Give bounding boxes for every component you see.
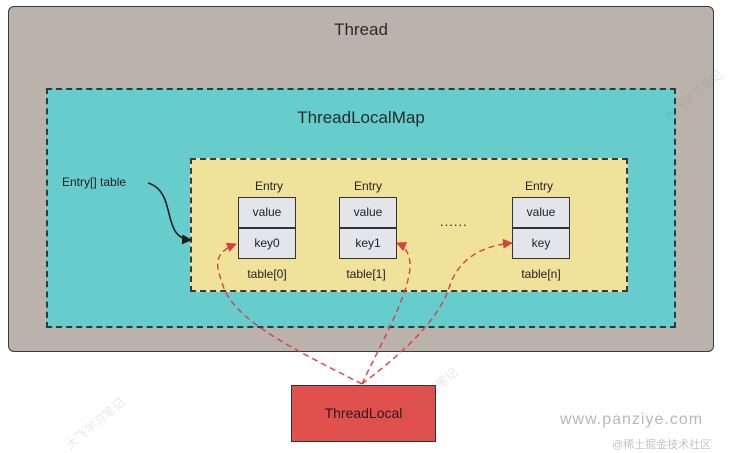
thread-title: Thread [334, 20, 388, 39]
entry-n-index: table[n] [521, 267, 561, 281]
entry-n-value-cell: value [512, 197, 570, 228]
entry-0-index: table[0] [247, 267, 287, 281]
threadlocalmap-title: ThreadLocalMap [297, 108, 425, 127]
threadlocal-box: ThreadLocal [291, 385, 436, 442]
watermark-url: www.panziye.com [560, 411, 704, 428]
entry-0-key-cell: key0 [238, 228, 296, 259]
entry-1-header: Entry [353, 179, 382, 193]
watermark-sub: @稀土掘金技术社区 [612, 439, 712, 451]
ellipsis: ...... [440, 214, 468, 229]
entry-0-value-cell: value [238, 197, 296, 228]
entry-n-key-cell: key [512, 228, 570, 259]
ref-arrow-key1 [361, 241, 411, 385]
entry-1-index: table[1] [346, 267, 386, 281]
entry-1-key-cell: key1 [339, 228, 397, 259]
entry-table-label: Entry[] table [62, 175, 127, 189]
entry-1-value-cell: value [339, 197, 397, 228]
ref-arrow-key0 [216, 242, 363, 385]
entry-n-header: Entry [524, 179, 553, 193]
table-pointer-arrow [147, 182, 192, 245]
ref-arrow-keyn [361, 238, 513, 385]
entry-0-header: Entry [254, 179, 283, 193]
